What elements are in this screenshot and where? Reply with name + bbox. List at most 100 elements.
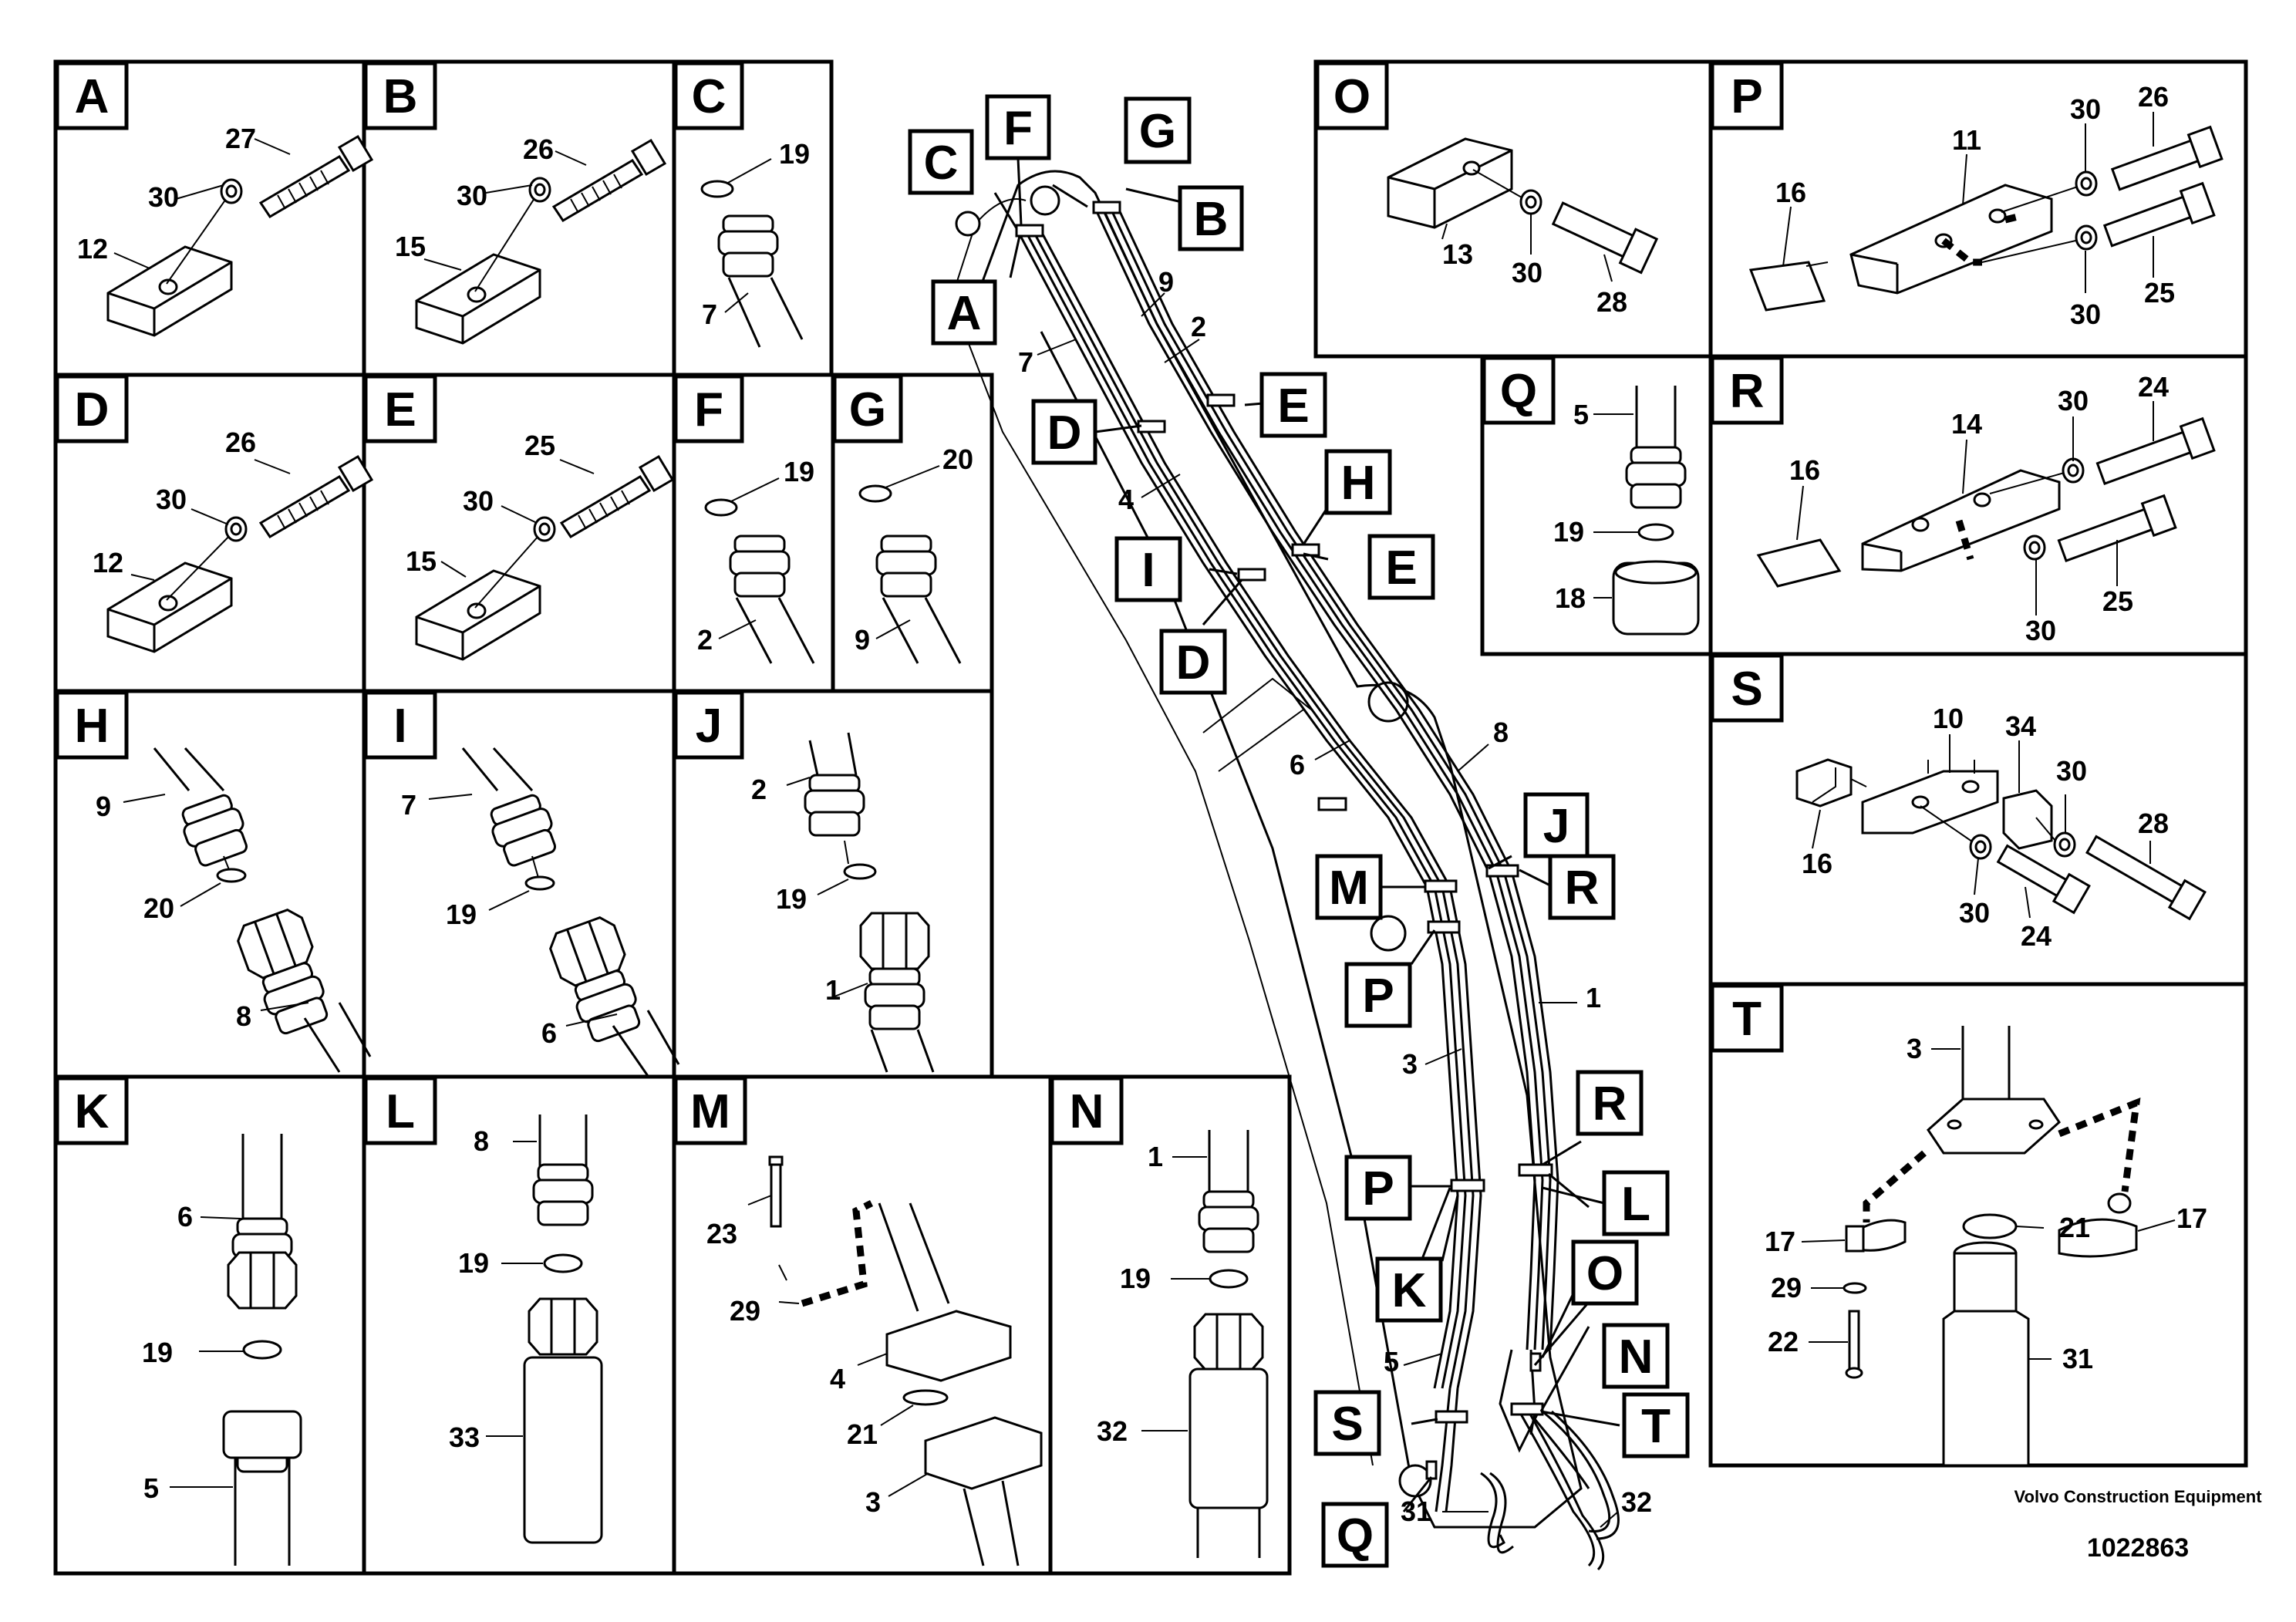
panel-l-drawing	[486, 1114, 603, 1544]
svg-text:F: F	[1003, 102, 1033, 155]
part-number: 17	[1765, 1226, 1795, 1257]
panel-i-drawing	[428, 747, 680, 1077]
part-number: 19	[779, 138, 810, 170]
part-number: 8	[474, 1125, 489, 1157]
part-number: 16	[1789, 454, 1820, 486]
part-number: 8	[1493, 717, 1509, 748]
panel-m-drawing	[747, 1155, 1043, 1566]
svg-text:R: R	[1730, 365, 1765, 418]
part-number: 9	[96, 791, 111, 822]
part-number: 33	[449, 1421, 480, 1453]
callout-k: K	[1375, 1256, 1443, 1323]
panel-j-drawing	[786, 732, 935, 1073]
part-number: 16	[1802, 848, 1832, 879]
svg-text:C: C	[924, 137, 959, 190]
part-number: 9	[1158, 266, 1174, 298]
part-number: 30	[2070, 298, 2101, 330]
panel-letter-p: P	[1710, 61, 1784, 130]
panel-o-drawing	[1387, 137, 1659, 282]
panel-s-frame	[1708, 652, 2248, 986]
part-number: 25	[524, 430, 555, 461]
svg-text:A: A	[947, 287, 982, 340]
part-number: 2	[751, 774, 767, 805]
panel-letter-f: F	[673, 374, 744, 443]
part-number: 6	[1290, 749, 1305, 781]
svg-text:E: E	[1277, 379, 1309, 433]
panel-letter-o: O	[1315, 61, 1389, 130]
panel-letter-s: S	[1710, 653, 1784, 723]
part-number: 6	[541, 1017, 557, 1049]
part-number: 4	[1118, 484, 1134, 515]
part-number: 19	[784, 456, 814, 487]
panel-f-drawing	[704, 477, 815, 664]
part-number: 13	[1442, 238, 1473, 270]
svg-text:T: T	[1732, 993, 1762, 1046]
svg-text:Q: Q	[1500, 365, 1537, 418]
panel-letter-r: R	[1710, 356, 1784, 425]
panel-h-drawing	[123, 747, 372, 1073]
part-number: 9	[855, 624, 870, 656]
panel-l-frame	[362, 1074, 676, 1576]
part-number: 32	[1097, 1415, 1128, 1447]
part-number: 32	[1621, 1486, 1652, 1518]
drawing-number: 1022863	[2087, 1533, 2189, 1563]
part-number: 20	[143, 892, 174, 924]
panel-c-drawing	[700, 158, 804, 348]
part-number: 5	[143, 1472, 159, 1504]
svg-text:R: R	[1565, 862, 1600, 915]
panel-p-drawing	[1748, 112, 2224, 312]
svg-text:S: S	[1331, 1398, 1363, 1451]
part-number: 19	[142, 1337, 173, 1368]
svg-text:N: N	[1619, 1330, 1654, 1384]
callout-p-2: P	[1344, 1155, 1412, 1221]
callout-b: B	[1178, 185, 1244, 251]
part-number: 19	[458, 1247, 489, 1279]
svg-text:O: O	[1586, 1247, 1623, 1300]
panel-letter-d: D	[55, 374, 129, 443]
part-number: 30	[2070, 93, 2101, 125]
svg-text:H: H	[1341, 457, 1376, 510]
svg-text:M: M	[690, 1085, 730, 1138]
part-number: 28	[2138, 808, 2169, 839]
panel-letter-g: G	[832, 374, 903, 443]
panel-letter-q: Q	[1482, 356, 1556, 425]
part-number: 7	[401, 789, 416, 821]
panel-letter-e: E	[363, 374, 437, 443]
svg-text:D: D	[1047, 406, 1082, 460]
part-number: 34	[2005, 710, 2036, 742]
svg-text:N: N	[1070, 1085, 1104, 1138]
svg-text:Q: Q	[1337, 1509, 1374, 1563]
panel-s-drawing	[1795, 734, 2207, 921]
panel-d-drawing	[106, 455, 373, 653]
part-number: 28	[1596, 286, 1627, 318]
panel-letter-l: L	[363, 1076, 437, 1145]
part-number: 25	[2144, 277, 2175, 309]
svg-text:D: D	[1176, 636, 1211, 690]
panel-letter-m: M	[673, 1076, 747, 1145]
panel-k-frame	[53, 1074, 366, 1576]
boom-assembly-drawing	[940, 157, 1620, 1571]
callout-f: F	[985, 94, 1051, 160]
manufacturer-label: Volvo Construction Equipment	[2014, 1487, 2262, 1506]
part-number: 1	[1148, 1141, 1163, 1172]
part-number: 5	[1573, 399, 1589, 430]
callout-p: P	[1344, 962, 1412, 1028]
part-number: 19	[1120, 1263, 1151, 1294]
svg-text:D: D	[75, 383, 110, 437]
part-number: 18	[1555, 582, 1586, 614]
panel-letter-b: B	[363, 61, 437, 130]
part-number: 26	[2138, 81, 2169, 113]
part-number: 7	[1018, 346, 1033, 378]
panel-letter-h: H	[55, 690, 129, 760]
callout-r: R	[1548, 854, 1616, 920]
part-number: 30	[156, 484, 187, 515]
part-number: 17	[2176, 1202, 2207, 1234]
panel-k-drawing	[170, 1134, 302, 1566]
svg-text:G: G	[849, 383, 886, 437]
part-number: 30	[2025, 615, 2056, 646]
part-number: 19	[776, 883, 807, 915]
svg-text:B: B	[1194, 193, 1229, 246]
part-number: 21	[847, 1418, 878, 1450]
part-number: 31	[2062, 1343, 2093, 1374]
part-number: 30	[1512, 257, 1542, 288]
